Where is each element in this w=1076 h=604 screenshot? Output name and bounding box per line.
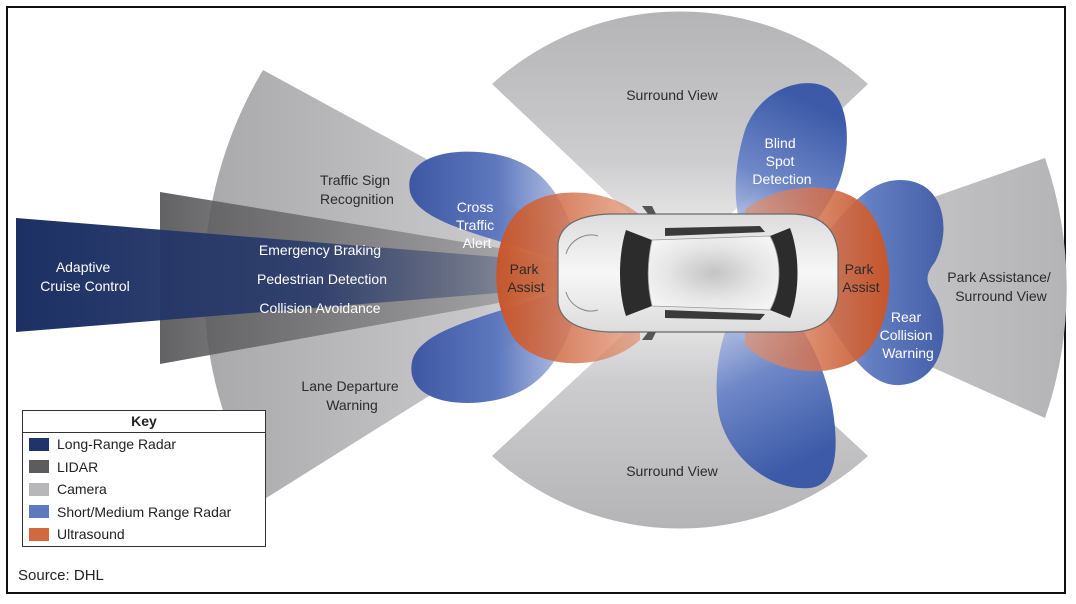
label-park-assist-front: Park Assist — [507, 261, 544, 295]
legend-swatch — [29, 437, 49, 451]
label-cross-traffic-alert: Cross Traffic Alert — [456, 199, 498, 251]
legend-label: Ultrasound — [57, 526, 125, 543]
label-adaptive-cruise-control: Adaptive Cruise Control — [40, 259, 129, 294]
legend-swatch — [29, 460, 49, 474]
legend-label: Camera — [57, 481, 107, 498]
legend-label: Long-Range Radar — [57, 436, 177, 453]
label-lane-departure-warning: Lane Departure Warning — [301, 378, 402, 413]
source-caption: Source: DHL — [18, 567, 104, 584]
label-pedestrian-detection: Pedestrian Detection — [257, 271, 387, 287]
label-traffic-sign-recognition: Traffic Sign Recognition — [320, 172, 394, 207]
label-park-assist-rear: Park Assist — [842, 261, 879, 295]
label-surround-view-bottom: Surround View — [626, 463, 718, 479]
label-collision-avoidance: Collision Avoidance — [259, 300, 380, 316]
car-top-view — [557, 206, 839, 340]
legend-item-lidar: LIDAR — [23, 456, 265, 479]
legend-key: Key Long-Range Radar LIDAR Camera Short/… — [22, 410, 266, 547]
legend-swatch — [29, 527, 49, 541]
legend-label: LIDAR — [57, 458, 99, 475]
camera-zone-surround-top — [492, 11, 868, 263]
legend-item-long-range-radar: Long-Range Radar — [23, 433, 265, 456]
legend-label: Short/Medium Range Radar — [57, 503, 232, 520]
label-blind-spot-detection: Blind Spot Detection — [752, 135, 811, 187]
legend-item-ultrasound: Ultrasound — [23, 523, 265, 546]
label-rear-collision-warning: Rear Collision Warning — [880, 309, 937, 361]
long-range-radar-zone — [16, 218, 560, 332]
legend-item-short-medium-range-radar: Short/Medium Range Radar — [23, 501, 265, 524]
label-park-assistance-surround-view: Park Assistance/ Surround View — [947, 269, 1054, 304]
label-surround-view-top: Surround View — [626, 87, 718, 103]
legend-item-camera: Camera — [23, 478, 265, 501]
label-emergency-braking: Emergency Braking — [259, 242, 381, 258]
legend-title: Key — [23, 411, 265, 433]
legend-swatch — [29, 482, 49, 496]
legend-swatch — [29, 505, 49, 519]
